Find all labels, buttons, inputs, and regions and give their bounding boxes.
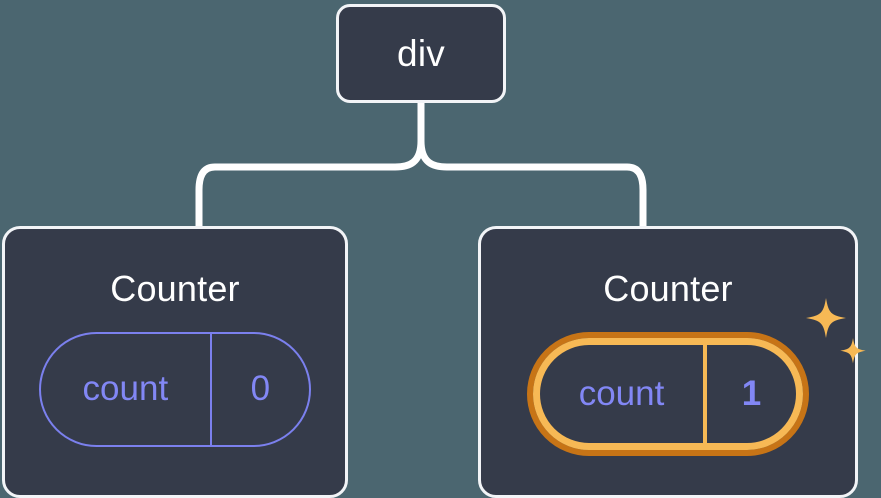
connector-to-left-child: [195, 137, 425, 230]
state-pill-left[interactable]: count 0: [39, 332, 311, 447]
node-div-title: div: [397, 33, 445, 74]
state-pill-right-value: 1: [703, 345, 796, 443]
state-pill-right-label: count: [578, 373, 665, 413]
node-counter-left[interactable]: Counter count 0: [2, 226, 348, 498]
state-pill-right-inner: count 1: [533, 338, 803, 450]
node-counter-right[interactable]: Counter count 1: [478, 226, 866, 498]
state-pill-wrap-left: count 0: [39, 332, 311, 447]
node-counter-left-title: Counter: [110, 268, 240, 309]
sparkle-large-icon: [806, 298, 846, 338]
connector-to-right-child: [417, 137, 647, 230]
state-pill-right[interactable]: count 1: [527, 332, 809, 456]
node-counter-right-title: Counter: [603, 268, 733, 309]
state-pill-left-value: 0: [209, 334, 309, 445]
state-pill-wrap-right: count 1: [527, 298, 866, 456]
node-div[interactable]: div: [336, 4, 506, 103]
state-pill-left-label: count: [82, 369, 169, 408]
